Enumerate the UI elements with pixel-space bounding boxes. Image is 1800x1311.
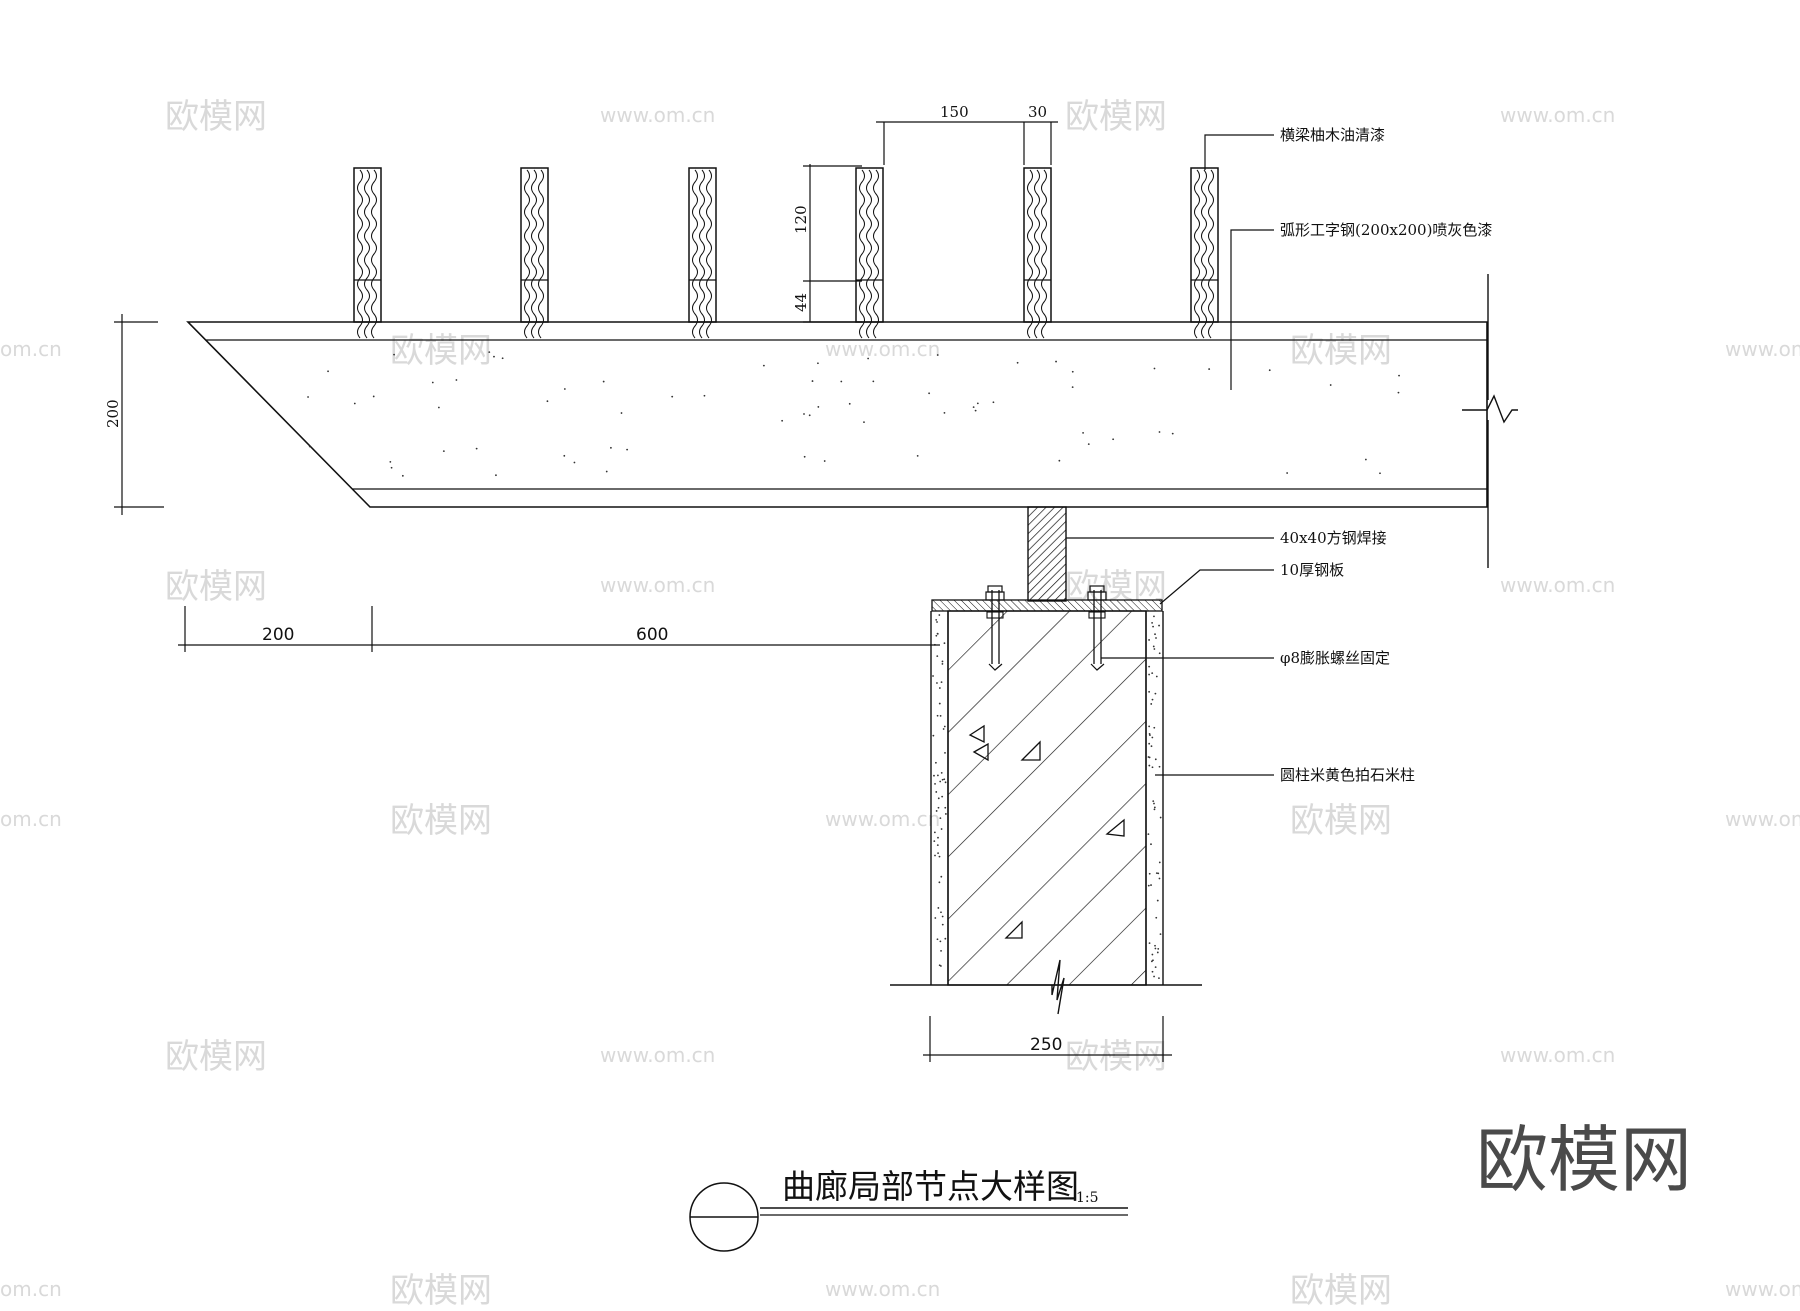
drawing-title: 曲廊局部节点大样图 xyxy=(782,1167,1079,1206)
watermark-brand: 欧模网 xyxy=(1290,1271,1392,1311)
watermark-brand: 欧模网 xyxy=(1290,801,1392,841)
anchor-bolt-left xyxy=(985,585,1005,671)
dimension-120: 120 xyxy=(792,205,810,234)
watermark-brand: 欧模网 xyxy=(165,97,267,137)
annotation-crossbeam: 横梁柚木油清漆 xyxy=(1204,126,1385,170)
annotation-steel-beam-text: 弧形工字钢(200x200)喷灰色漆 xyxy=(1280,221,1492,239)
dimension-slat-spacing: 150 30 xyxy=(876,103,1058,165)
steel-beam xyxy=(186,274,1518,568)
watermark-brand: 欧模网 xyxy=(165,567,267,607)
watermark-url: www.om.cn xyxy=(825,337,940,361)
watermark-brand: 欧模网 xyxy=(1290,331,1392,371)
dimension-44: 44 xyxy=(792,293,810,312)
wood-slat xyxy=(1190,167,1219,339)
steel-plate xyxy=(931,599,1163,612)
watermark-url: www.om.cn xyxy=(1500,1043,1615,1067)
watermark-url: om.cn xyxy=(0,1277,62,1301)
watermark-url: www.om.cn xyxy=(1725,807,1800,831)
annotation-steel-beam: 弧形工字钢(200x200)喷灰色漆 xyxy=(1230,221,1492,390)
dimension-200-horizontal: 200 xyxy=(262,625,294,645)
beam-concrete-texture xyxy=(307,351,1400,477)
dimension-150: 150 xyxy=(940,103,969,121)
dimension-200-vertical: 200 xyxy=(104,399,122,428)
annotation-crossbeam-text: 横梁柚木油清漆 xyxy=(1280,126,1385,144)
drawing-scale: 1:5 xyxy=(1076,1190,1099,1206)
dimension-beam-height: 200 xyxy=(104,314,164,515)
watermark-url: www.om.cn xyxy=(1500,103,1615,127)
annotation-square-steel: 40x40方钢焊接 xyxy=(1066,529,1387,547)
dimension-horizontal: 200 600 xyxy=(178,606,940,652)
watermark-brand: 欧模网 xyxy=(1065,97,1167,137)
column-render-texture xyxy=(932,614,1162,980)
annotation-steel-plate-text: 10厚钢板 xyxy=(1280,561,1344,579)
wood-slat xyxy=(520,167,549,339)
annotation-expansion-bolt: φ8膨胀螺丝固定 xyxy=(1101,649,1390,667)
watermark-url: www.om.cn xyxy=(600,103,715,127)
annotation-expansion-bolt-text: φ8膨胀螺丝固定 xyxy=(1280,649,1390,667)
wood-slat xyxy=(353,167,382,339)
watermark-url: om.cn xyxy=(0,807,62,831)
watermark-url: om.cn xyxy=(0,337,62,361)
watermark-url: www.om.cn xyxy=(1500,573,1615,597)
watermark-brand: 欧模网 xyxy=(390,331,492,371)
annotation-column-text: 圆柱米黄色拍石米柱 xyxy=(1280,766,1415,784)
watermark-brand: 欧模网 xyxy=(390,801,492,841)
dimension-column-width: 250 xyxy=(923,1016,1172,1062)
watermark-url: www.om.cn xyxy=(600,1043,715,1067)
watermark-url: www.om.cn xyxy=(600,573,715,597)
anchor-bolt-right xyxy=(1087,585,1107,671)
dimension-600: 600 xyxy=(636,625,668,645)
dimension-slat-height: 120 44 xyxy=(792,164,862,323)
brand-logo: 欧模网 xyxy=(1476,1118,1692,1202)
annotation-steel-plate: 10厚钢板 xyxy=(1159,561,1344,605)
annotation-square-steel-text: 40x40方钢焊接 xyxy=(1280,529,1387,547)
watermark-brand: 欧模网 xyxy=(390,1271,492,1311)
annotation-column: 圆柱米黄色拍石米柱 xyxy=(1155,766,1415,784)
square-steel-post xyxy=(1027,506,1067,602)
watermark-url: www.om.cn xyxy=(825,807,940,831)
watermark-brand: 欧模网 xyxy=(165,1037,267,1077)
wood-slats xyxy=(353,167,1219,339)
dimension-250: 250 xyxy=(1030,1035,1062,1055)
column xyxy=(890,610,1202,1015)
watermark-url: www.om.cn xyxy=(1725,337,1800,361)
watermark-url: www.om.cn xyxy=(825,1277,940,1301)
dimension-30: 30 xyxy=(1028,103,1047,121)
wood-slat xyxy=(1023,167,1052,339)
wood-slat xyxy=(855,167,884,339)
watermark-layer: 欧模网 www.om.cn 欧模网 www.om.cn om.cn 欧模网 ww… xyxy=(0,97,1800,1311)
wood-slat xyxy=(688,167,717,339)
title-block: 曲廊局部节点大样图 1:5 xyxy=(689,1167,1128,1252)
watermark-url: www.om.cn xyxy=(1725,1277,1800,1301)
watermark-brand: 欧模网 xyxy=(1065,1037,1167,1077)
